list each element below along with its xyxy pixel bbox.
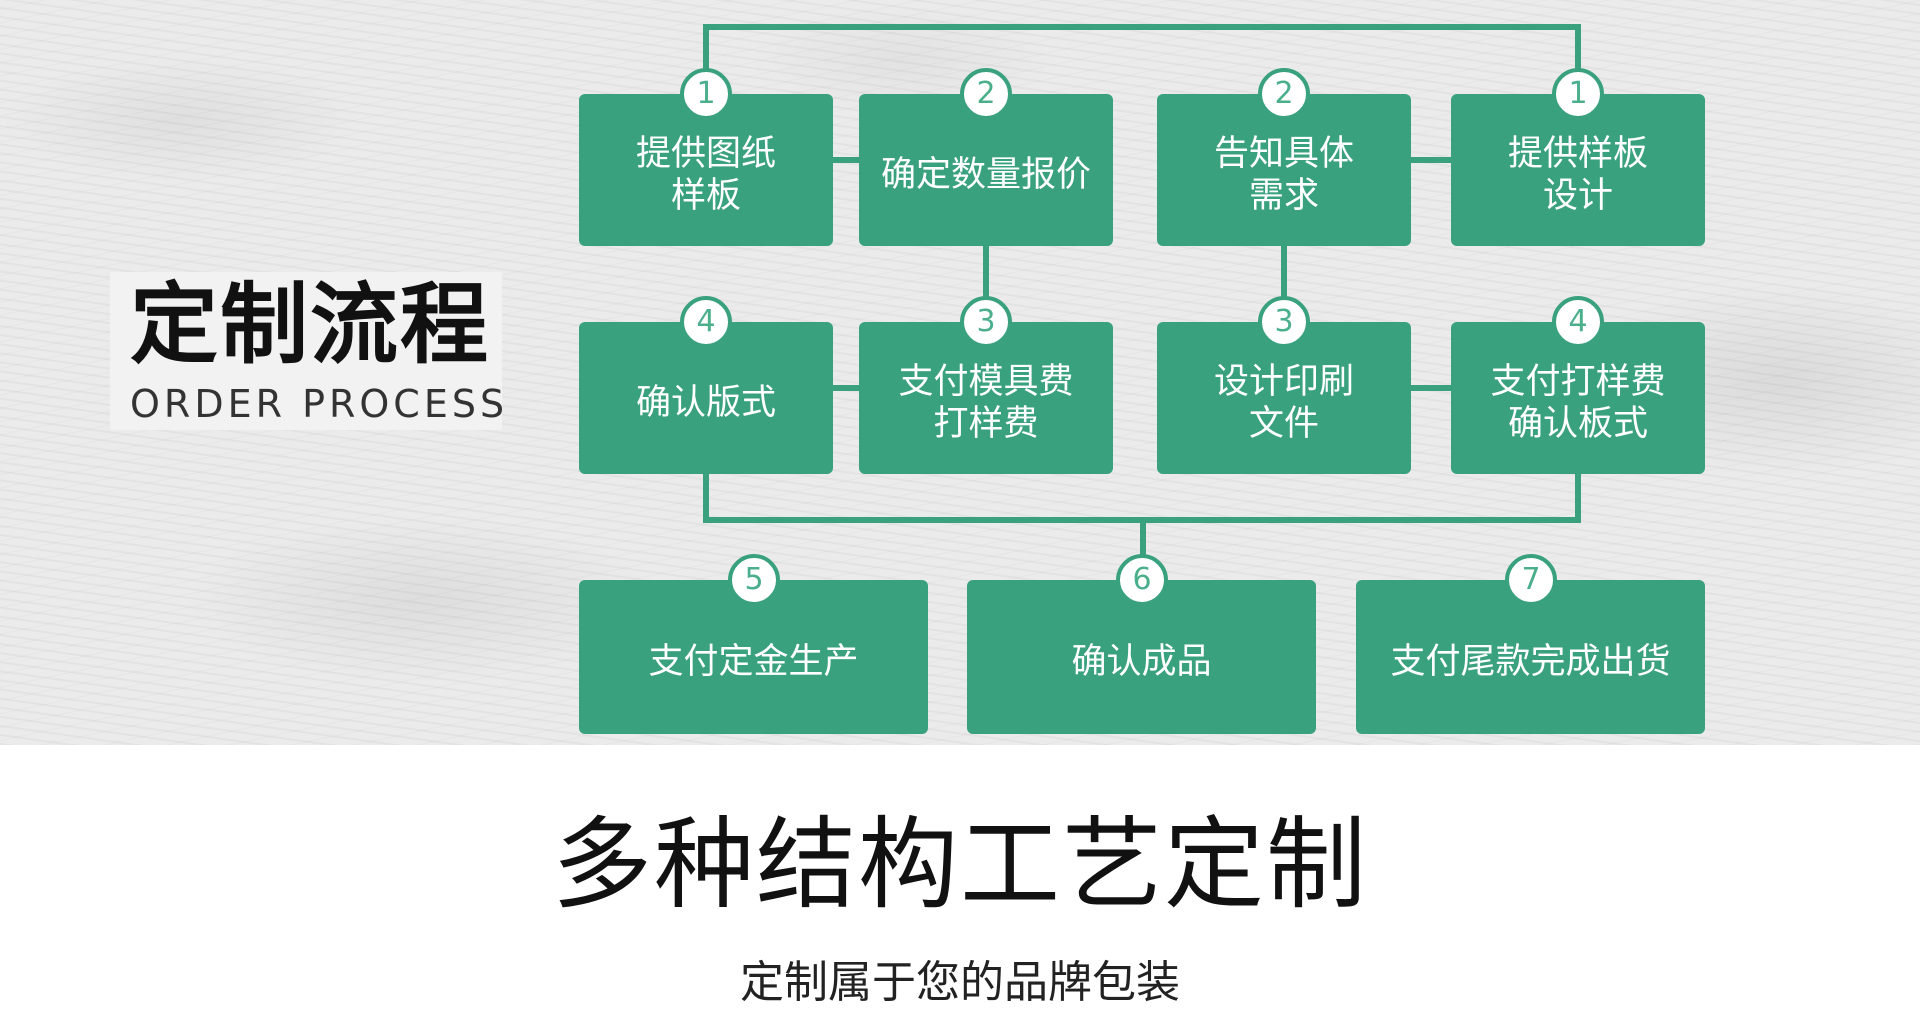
flow-step-label: 支付模具费 打样费 — [898, 362, 1074, 444]
step-number-badge: 4 — [680, 296, 732, 348]
flow-step-label: 提供图纸 样板 — [635, 134, 776, 216]
flow-step-label: 告知具体 需求 — [1213, 134, 1354, 216]
section-title: 定制流程 — [130, 273, 491, 376]
footer-title: 多种结构工艺定制 — [552, 806, 1368, 923]
title-panel — [110, 272, 502, 430]
flow-step-box: 确认成品 — [967, 580, 1316, 734]
flow-step-label: 确认成品 — [1071, 642, 1212, 682]
flow-step-label: 确认版式 — [635, 383, 776, 423]
flow-step-label: 确定数量报价 — [880, 155, 1091, 195]
step-number-badge: 3 — [960, 296, 1012, 348]
flow-connectors — [703, 24, 1581, 582]
step-number-badge: 7 — [1505, 554, 1557, 606]
step-number-badge: 5 — [728, 554, 780, 606]
flow-step-box: 确定数量报价 — [859, 94, 1113, 246]
flow-step-label: 设计印刷 文件 — [1213, 362, 1354, 444]
connector-top-loop — [703, 24, 1581, 95]
step-number-badge: 1 — [680, 68, 732, 120]
step-number-badge: 2 — [960, 68, 1012, 120]
step-number-badge: 3 — [1258, 296, 1310, 348]
flow-step-label: 支付打样费 确认板式 — [1490, 362, 1666, 444]
footer-subtitle: 定制属于您的品牌包装 — [740, 957, 1180, 1008]
flow-step-label: 支付定金生产 — [648, 642, 859, 682]
step-number-badge: 2 — [1258, 68, 1310, 120]
flow-step-box: 支付模具费 打样费 — [859, 322, 1113, 474]
connector-bottom-bracket — [703, 474, 1581, 523]
step-number-badge: 1 — [1552, 68, 1604, 120]
flow-step-label: 提供样板 设计 — [1507, 134, 1648, 216]
step-number-badge: 4 — [1552, 296, 1604, 348]
flow-step-label: 支付尾款完成出货 — [1390, 642, 1671, 682]
section-subtitle: ORDER PROCESS — [130, 382, 509, 426]
flow-step-box: 告知具体 需求 — [1157, 94, 1411, 246]
step-number-badge: 6 — [1116, 554, 1168, 606]
